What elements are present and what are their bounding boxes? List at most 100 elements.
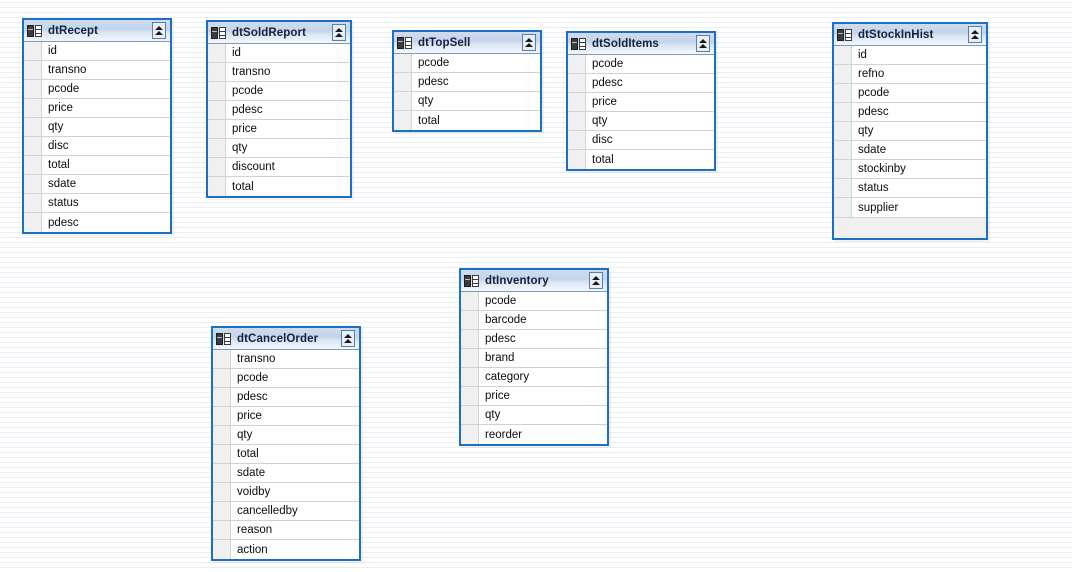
table-row[interactable]: sdate	[834, 141, 986, 160]
table-row[interactable]: qty	[568, 112, 714, 131]
row-selector-gutter[interactable]	[213, 426, 231, 444]
table-row[interactable]: total	[394, 111, 540, 130]
row-selector-gutter[interactable]	[24, 156, 42, 174]
row-selector-gutter[interactable]	[213, 521, 231, 539]
datatable-header[interactable]: dtSoldItems	[568, 33, 714, 55]
collapse-chevron-icon[interactable]	[341, 330, 355, 347]
table-row[interactable]: pdesc	[394, 73, 540, 92]
row-selector-gutter[interactable]	[834, 46, 852, 64]
table-row[interactable]: qty	[461, 406, 607, 425]
row-selector-gutter[interactable]	[834, 198, 852, 217]
collapse-chevron-icon[interactable]	[696, 35, 710, 52]
row-selector-gutter[interactable]	[568, 74, 586, 92]
table-row[interactable]: disc	[24, 137, 170, 156]
row-selector-gutter[interactable]	[213, 407, 231, 425]
row-selector-gutter[interactable]	[208, 82, 226, 100]
collapse-chevron-icon[interactable]	[332, 24, 346, 41]
row-selector-gutter[interactable]	[461, 311, 479, 329]
table-row[interactable]: barcode	[461, 311, 607, 330]
row-selector-gutter[interactable]	[208, 120, 226, 138]
table-row[interactable]: pcode	[461, 292, 607, 311]
row-selector-gutter[interactable]	[834, 65, 852, 83]
row-selector-gutter[interactable]	[394, 73, 412, 91]
table-row[interactable]: status	[24, 194, 170, 213]
table-row[interactable]: qty	[834, 122, 986, 141]
table-row[interactable]: pcode	[24, 80, 170, 99]
row-selector-gutter[interactable]	[24, 118, 42, 136]
row-selector-gutter[interactable]	[213, 388, 231, 406]
row-selector-gutter[interactable]	[394, 111, 412, 130]
table-row[interactable]: pcode	[213, 369, 359, 388]
row-selector-gutter[interactable]	[213, 464, 231, 482]
datatable-header[interactable]: dtRecept	[24, 20, 170, 42]
table-row[interactable]: total	[24, 156, 170, 175]
table-row[interactable]: price	[208, 120, 350, 139]
table-row[interactable]: qty	[394, 92, 540, 111]
row-selector-gutter[interactable]	[208, 177, 226, 196]
row-selector-gutter[interactable]	[568, 131, 586, 149]
table-row[interactable]: price	[24, 99, 170, 118]
row-selector-gutter[interactable]	[24, 194, 42, 212]
table-row[interactable]: sdate	[213, 464, 359, 483]
row-selector-gutter[interactable]	[568, 55, 586, 73]
row-selector-gutter[interactable]	[834, 84, 852, 102]
table-row[interactable]: disc	[568, 131, 714, 150]
table-row[interactable]: pcode	[834, 84, 986, 103]
datatable-header[interactable]: dtCancelOrder	[213, 328, 359, 350]
row-selector-gutter[interactable]	[24, 137, 42, 155]
row-selector-gutter[interactable]	[394, 54, 412, 72]
table-row[interactable]: voidby	[213, 483, 359, 502]
table-row[interactable]: price	[568, 93, 714, 112]
row-selector-gutter[interactable]	[213, 540, 231, 559]
row-selector-gutter[interactable]	[834, 179, 852, 197]
row-selector-gutter[interactable]	[24, 80, 42, 98]
row-selector-gutter[interactable]	[208, 44, 226, 62]
table-row[interactable]: pdesc	[208, 101, 350, 120]
row-selector-gutter[interactable]	[461, 368, 479, 386]
table-row[interactable]: pdesc	[568, 74, 714, 93]
table-row[interactable]: transno	[24, 61, 170, 80]
table-row[interactable]: qty	[208, 139, 350, 158]
row-selector-gutter[interactable]	[24, 42, 42, 60]
table-row[interactable]: total	[568, 150, 714, 169]
row-selector-gutter[interactable]	[461, 330, 479, 348]
table-row[interactable]: id	[208, 44, 350, 63]
row-selector-gutter[interactable]	[208, 63, 226, 81]
row-selector-gutter[interactable]	[461, 387, 479, 405]
row-selector-gutter[interactable]	[834, 141, 852, 159]
collapse-chevron-icon[interactable]	[589, 272, 603, 289]
row-selector-gutter[interactable]	[461, 349, 479, 367]
row-selector-gutter[interactable]	[213, 502, 231, 520]
table-row[interactable]: pdesc	[213, 388, 359, 407]
datatable-header[interactable]: dtStockInHist	[834, 24, 986, 46]
table-row[interactable]: reason	[213, 521, 359, 540]
row-selector-gutter[interactable]	[208, 139, 226, 157]
row-selector-gutter[interactable]	[461, 425, 479, 444]
table-row[interactable]: refno	[834, 65, 986, 84]
collapse-chevron-icon[interactable]	[152, 22, 166, 39]
table-row[interactable]: total	[208, 177, 350, 196]
row-selector-gutter[interactable]	[208, 158, 226, 176]
row-selector-gutter[interactable]	[568, 112, 586, 130]
row-selector-gutter[interactable]	[834, 160, 852, 178]
row-selector-gutter[interactable]	[834, 103, 852, 121]
row-selector-gutter[interactable]	[24, 99, 42, 117]
row-selector-gutter[interactable]	[834, 122, 852, 140]
row-selector-gutter[interactable]	[568, 150, 586, 169]
row-selector-gutter[interactable]	[24, 175, 42, 193]
row-selector-gutter[interactable]	[213, 483, 231, 501]
row-selector-gutter[interactable]	[24, 61, 42, 79]
table-row[interactable]: qty	[24, 118, 170, 137]
row-selector-gutter[interactable]	[213, 445, 231, 463]
row-selector-gutter[interactable]	[24, 213, 42, 232]
table-row[interactable]: price	[213, 407, 359, 426]
row-selector-gutter[interactable]	[213, 350, 231, 368]
table-row[interactable]: discount	[208, 158, 350, 177]
